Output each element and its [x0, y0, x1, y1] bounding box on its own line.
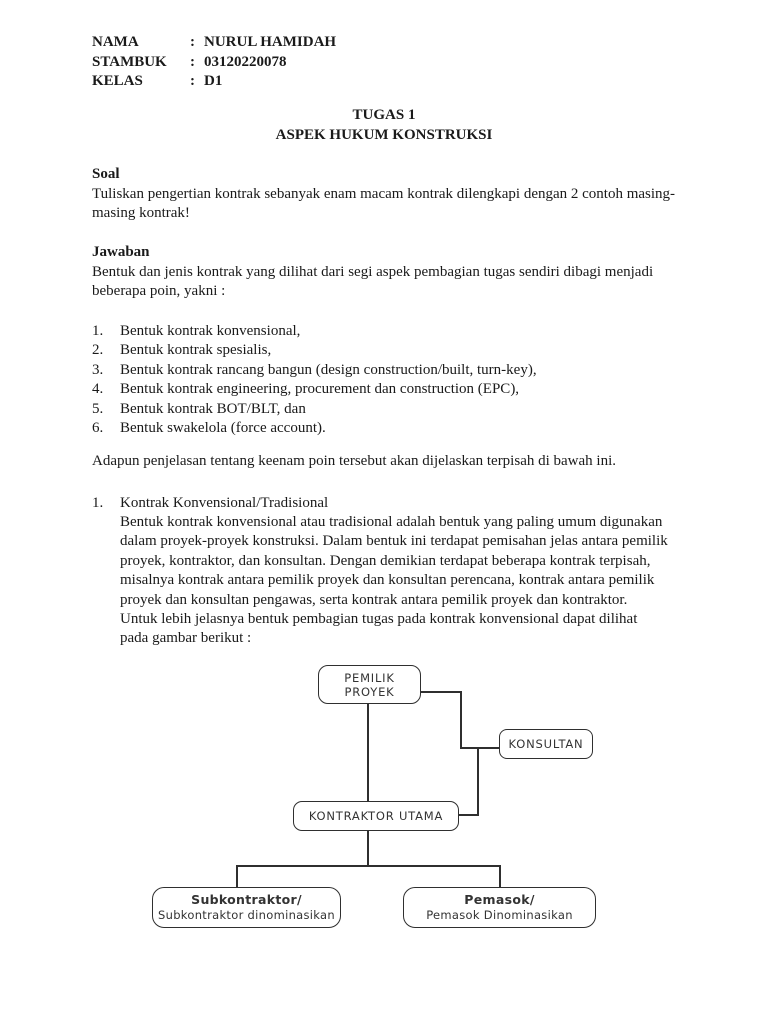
node-subtitle: Pemasok Dinominasikan — [426, 908, 573, 922]
connector-drop-pemasok — [499, 865, 501, 887]
title-line-1: TUGAS 1 — [352, 107, 416, 123]
field-value: D1 — [204, 73, 223, 90]
field-value: 03120220078 — [204, 53, 287, 70]
list-item-text: Bentuk kontrak engineering, procurement … — [120, 381, 520, 398]
section1-title: Kontrak Konvensional/Tradisional — [120, 495, 329, 511]
list-item-number: 3. — [92, 361, 104, 378]
list-item-number: 4. — [92, 381, 104, 398]
field-label: KELAS — [92, 73, 143, 90]
list-item-number: 2. — [92, 342, 104, 359]
list-item: 1. Bentuk kontrak konvensional, — [92, 322, 676, 341]
node-label: KONSULTAN — [508, 737, 584, 751]
soal-heading: Soal — [92, 166, 120, 182]
field-separator: : — [190, 73, 195, 90]
node-subkontraktor: Subkontraktor/ Subkontraktor dinominasik… — [152, 887, 341, 928]
field-label: NAMA — [92, 34, 139, 50]
title-line-2: ASPEK HUKUM KONSTRUKSI — [275, 126, 493, 143]
section1-paragraph: Bentuk kontrak konvensional atau tradisi… — [120, 514, 668, 647]
section1-number: 1. — [92, 495, 104, 511]
note-paragraph: Adapun penjelasan tentang keenam poin te… — [92, 453, 616, 469]
connector-kontraktor-down — [367, 830, 369, 867]
connector-pemilik-kontraktor — [367, 704, 369, 802]
connector-drop-subkontraktor — [236, 865, 238, 887]
list-item: 3. Bentuk kontrak rancang bangun (design … — [92, 361, 676, 380]
field-value: NURUL HAMIDAH — [204, 34, 337, 50]
student-info: NAMA: NURUL HAMIDAH STAMBUK:03120220078 K… — [92, 33, 676, 92]
node-title: Pemasok/ — [464, 892, 535, 907]
field-separator: : — [190, 53, 195, 70]
contract-type-list: 1. Bentuk kontrak konvensional, 2. Bentuk … — [92, 322, 676, 438]
list-item: 6. Bentuk swakelola (force account). — [92, 419, 676, 438]
node-konsultan: KONSULTAN — [499, 729, 593, 759]
list-item-text: Bentuk kontrak spesialis, — [120, 342, 272, 359]
node-label: PROYEK — [344, 684, 395, 699]
document-title: TUGAS 1 ASPEK HUKUM KONSTRUKSI — [92, 106, 676, 145]
node-kontraktor-utama: KONTRAKTOR UTAMA — [293, 801, 459, 831]
node-pemilik-proyek: PEMILIK PROYEK — [318, 665, 421, 704]
node-label: PEMILIK — [344, 670, 395, 685]
list-item-number: 5. — [92, 400, 104, 417]
student-info-row-stambuk: STAMBUK:03120220078 — [92, 53, 676, 73]
student-info-row-nama: NAMA: NURUL HAMIDAH — [92, 33, 676, 53]
list-item: 2. Bentuk kontrak spesialis, — [92, 341, 676, 360]
list-item-text: Bentuk swakelola (force account). — [120, 420, 326, 437]
list-item-text: Bentuk kontrak rancang bangun (design co… — [120, 361, 537, 378]
list-item-number: 1. — [92, 323, 104, 339]
student-info-row-kelas: KELAS: D1 — [92, 72, 676, 92]
list-item-number: 6. — [92, 420, 104, 437]
section1-heading: 1. Kontrak Konvensional/Tradisional — [92, 494, 676, 513]
jawaban-intro-paragraph: Bentuk dan jenis kontrak yang dilihat da… — [92, 264, 654, 300]
list-item: 5. Bentuk kontrak BOT/BLT, dan — [92, 400, 676, 419]
list-item: 4. Bentuk kontrak engineering, procuremen… — [92, 380, 676, 399]
list-item-text: Bentuk kontrak konvensional, — [120, 323, 301, 339]
connector-pemilik-right — [421, 691, 462, 693]
connector-branch-horizontal — [236, 865, 501, 867]
node-pemasok: Pemasok/ Pemasok Dinominasikan — [403, 887, 596, 928]
node-label: KONTRAKTOR UTAMA — [308, 809, 444, 823]
field-separator: : — [190, 34, 195, 50]
list-item-text: Bentuk kontrak BOT/BLT, dan — [120, 400, 306, 417]
node-subtitle: Subkontraktor dinominasikan — [158, 908, 335, 922]
connector-to-konsultan — [460, 747, 500, 749]
soal-paragraph: Tuliskan pengertian kontrak sebanyak ena… — [92, 186, 676, 222]
connector-down-to-konsultan-level — [460, 691, 462, 749]
field-label: STAMBUK — [92, 53, 167, 70]
connector-into-kontraktor-right — [458, 814, 479, 816]
jawaban-heading: Jawaban — [92, 244, 150, 260]
connector-konsultan-kontraktor-vertical — [477, 747, 479, 816]
node-title: Subkontraktor/ — [191, 892, 302, 907]
